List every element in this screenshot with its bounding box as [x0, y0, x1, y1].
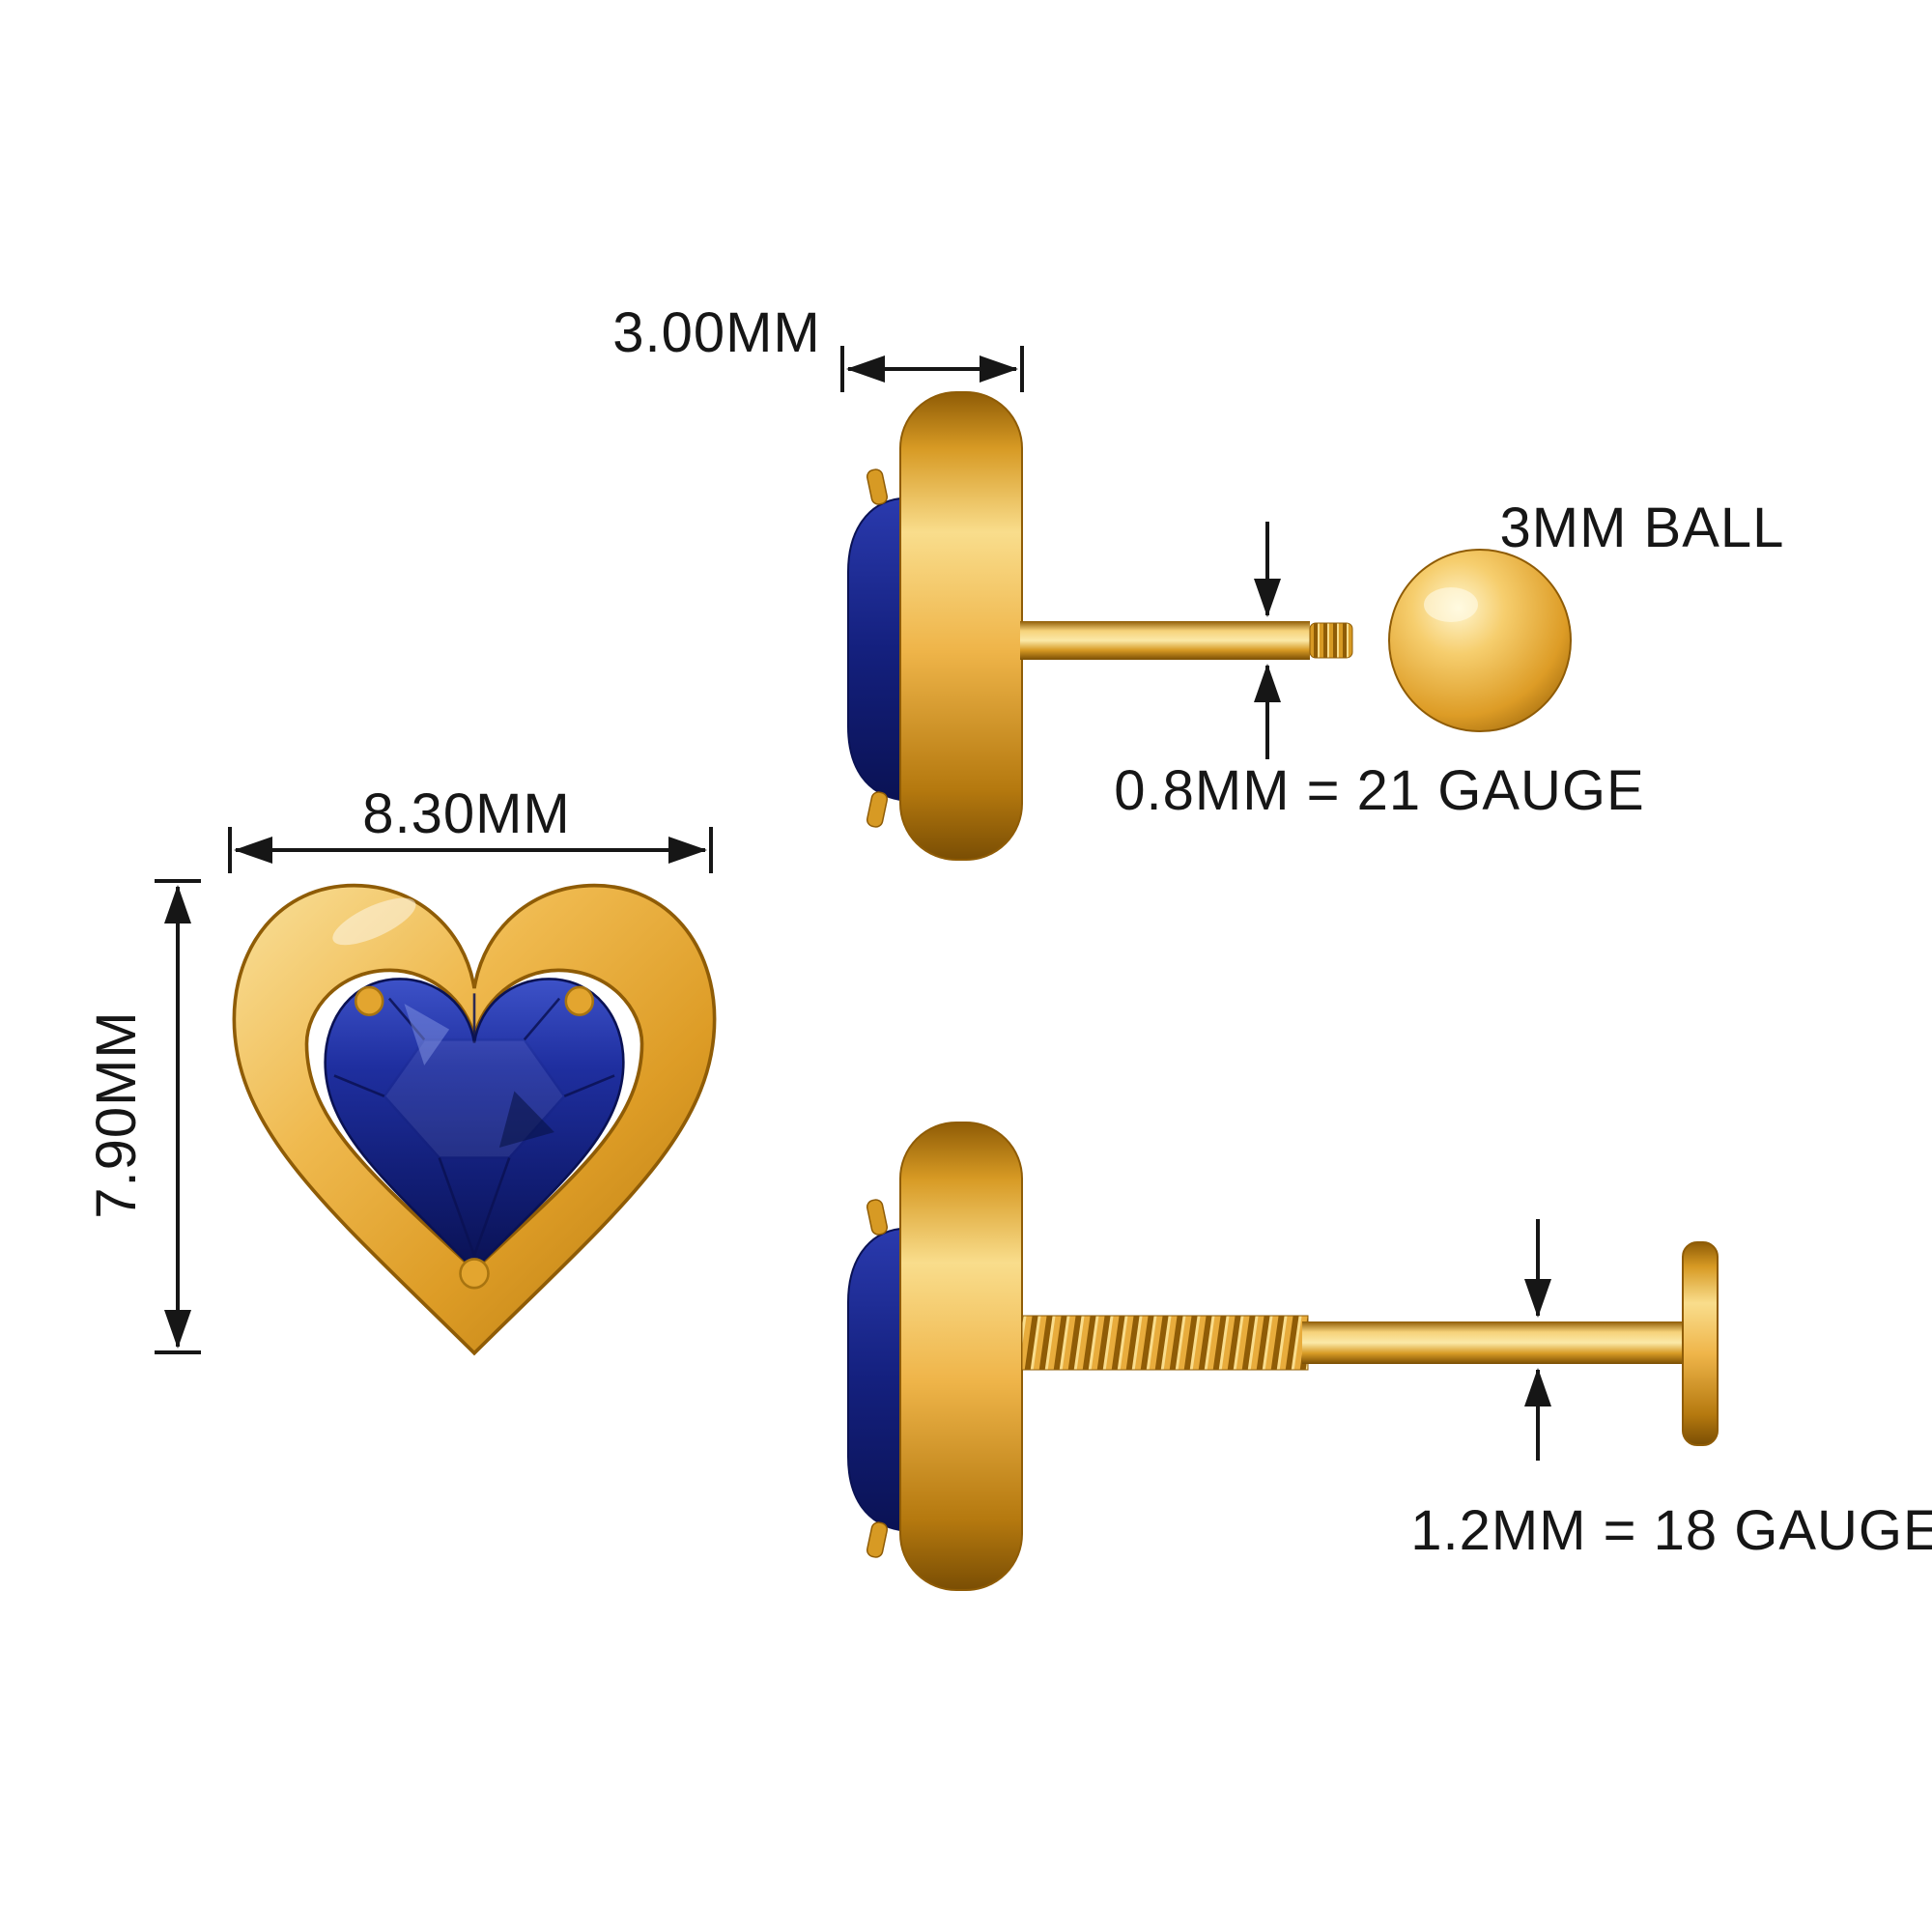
gem-side-profile: [847, 497, 901, 802]
front-view: 8.30MM 7.90MM: [85, 782, 717, 1356]
ball-back: [1388, 549, 1572, 732]
prong-tip-bottom: [866, 1521, 889, 1558]
frame-highlight: [332, 897, 416, 946]
flat-back-disc: [1682, 1241, 1719, 1446]
prong-tip-bottom: [866, 791, 889, 828]
post-thick-label: 1.2MM = 18 GAUGE: [1410, 1499, 1932, 1562]
prong-top-left: [354, 985, 384, 1017]
post-thin-label: 0.8MM = 21 GAUGE: [1114, 759, 1644, 822]
post-threads: [1309, 622, 1353, 659]
depth-label: 3.00MM: [612, 301, 821, 364]
depth-dimension: [840, 346, 1024, 392]
side-view-flat-back: 1.2MM = 18 GAUGE: [847, 1122, 1932, 1591]
earring-post: [1302, 1321, 1689, 1364]
front-height-dimension: [155, 879, 201, 1354]
front-width-label: 8.30MM: [362, 782, 571, 845]
prong-top-right: [564, 985, 595, 1017]
front-width-dimension: [228, 827, 713, 873]
prong-tip-top: [866, 1199, 889, 1236]
gold-disc: [899, 1122, 1023, 1591]
prong-bottom: [459, 1258, 490, 1290]
side-view-ball-back: 3.00MM 0.8MM = 21 GAUGE 3MM BALL: [612, 301, 1785, 861]
gem-side-profile: [847, 1227, 901, 1532]
post-threads: [1021, 1315, 1309, 1371]
heart-stud: [232, 883, 717, 1356]
gem-facet-lines: [333, 993, 615, 1257]
ball-highlight: [1424, 587, 1478, 622]
gold-disc: [899, 391, 1023, 861]
gem-glint: [404, 1004, 450, 1065]
front-height-label: 7.90MM: [85, 1010, 148, 1219]
prong-tip-top: [866, 469, 889, 505]
gem-shadow-facet: [498, 1091, 554, 1148]
earring-post: [1020, 621, 1310, 660]
ball-label: 3MM BALL: [1500, 497, 1785, 559]
